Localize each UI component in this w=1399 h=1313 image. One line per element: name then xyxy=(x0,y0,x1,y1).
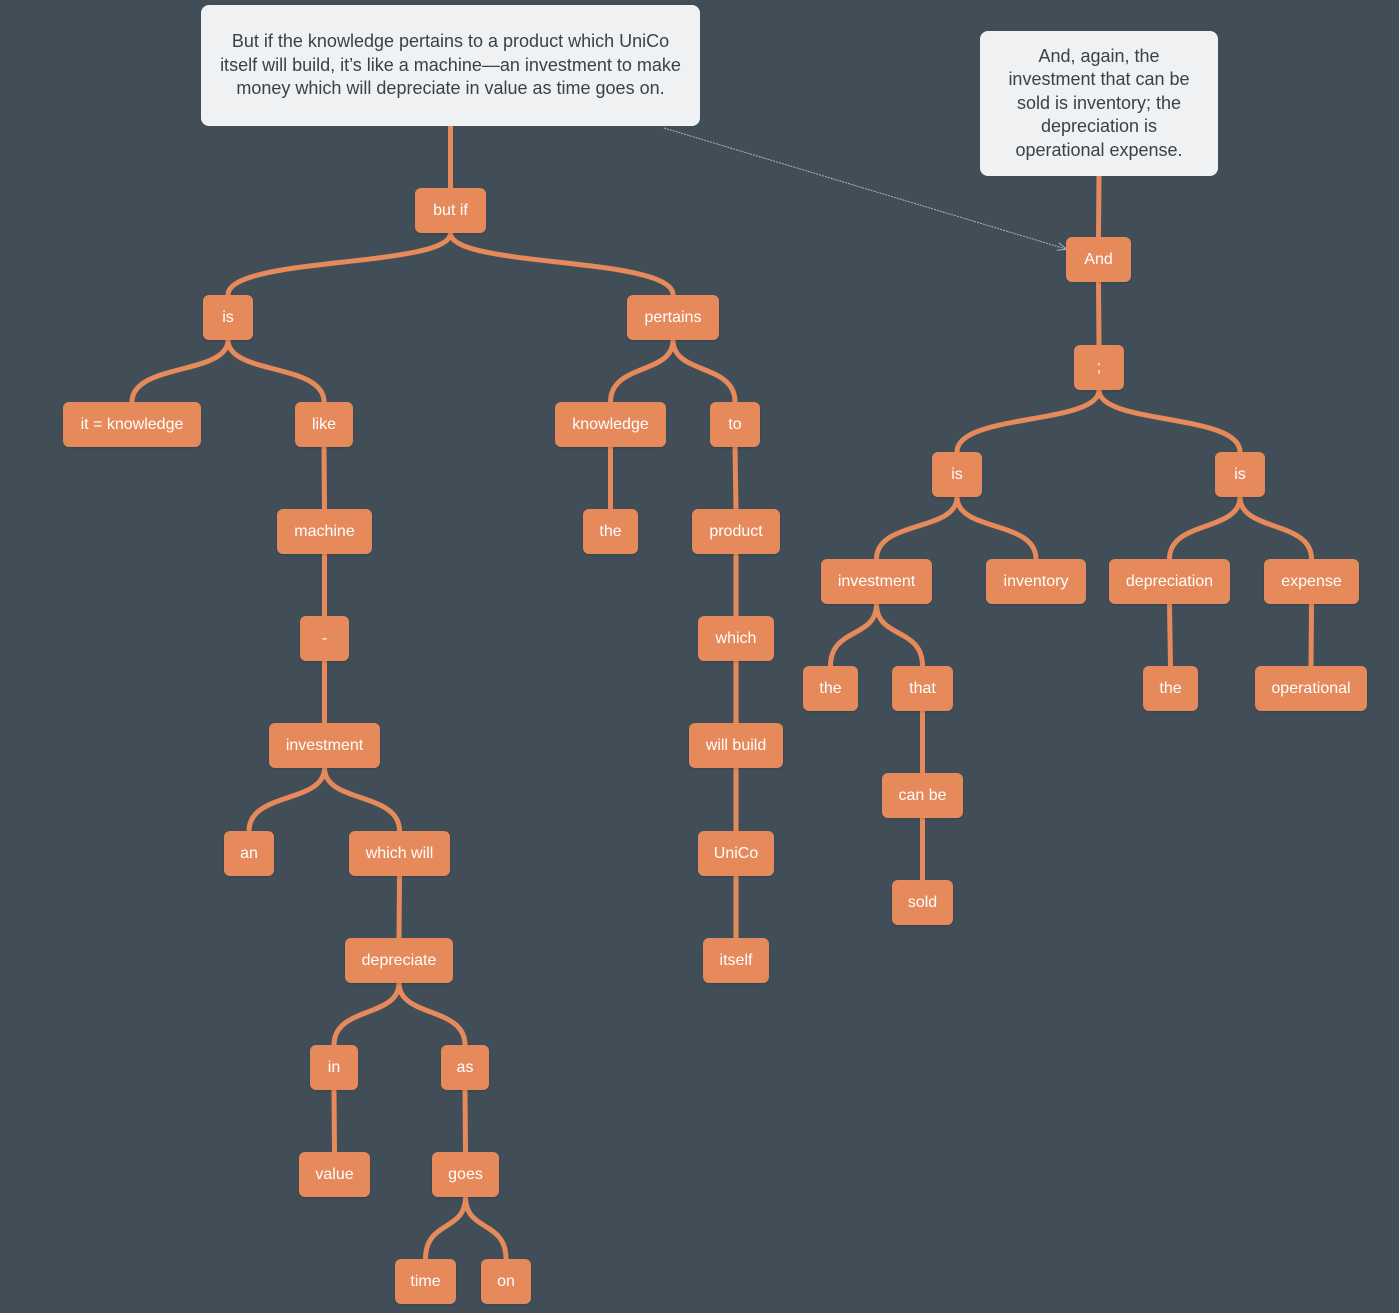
tree-edge xyxy=(396,980,468,1048)
tree-edge xyxy=(129,337,231,405)
tree-edge xyxy=(670,337,738,405)
tree-edge xyxy=(828,601,879,669)
node-in[interactable]: in xyxy=(310,1045,358,1090)
node-can-be[interactable]: can be xyxy=(882,773,963,818)
tree-edge xyxy=(331,980,402,1048)
tree-edge xyxy=(874,601,925,669)
node-is-right-left[interactable]: is xyxy=(932,452,982,497)
node-like[interactable]: like xyxy=(295,402,353,447)
node-investment-right[interactable]: investment xyxy=(821,559,932,604)
tree-edge xyxy=(1308,601,1314,669)
node-but-if[interactable]: but if xyxy=(415,188,486,233)
tree-edge xyxy=(331,1087,337,1155)
node-goes[interactable]: goes xyxy=(432,1152,499,1197)
cross-reference-arrow xyxy=(663,127,1066,249)
node-as[interactable]: as xyxy=(441,1045,489,1090)
node-to[interactable]: to xyxy=(710,402,760,447)
node-semicolon[interactable]: ; xyxy=(1074,345,1124,390)
tree-edge xyxy=(874,494,960,562)
node-the-right-b[interactable]: the xyxy=(1143,666,1198,711)
tree-edge xyxy=(423,1194,468,1262)
node-pertains[interactable]: pertains xyxy=(627,295,719,340)
note-left: But if the knowledge pertains to a produ… xyxy=(201,5,700,126)
tree-edge xyxy=(1237,494,1314,562)
node-itself[interactable]: itself xyxy=(703,938,769,983)
tree-edge xyxy=(463,1194,509,1262)
node-that[interactable]: that xyxy=(892,666,953,711)
node-depreciate[interactable]: depreciate xyxy=(345,938,453,983)
node-on[interactable]: on xyxy=(481,1259,531,1304)
node-an[interactable]: an xyxy=(224,831,274,876)
tree-edge xyxy=(608,337,676,405)
node-which[interactable]: which xyxy=(698,616,774,661)
tree-edge xyxy=(396,873,402,941)
tree-edge xyxy=(225,230,453,298)
node-operational[interactable]: operational xyxy=(1255,666,1367,711)
tree-edge xyxy=(1167,601,1173,669)
tree-edge xyxy=(225,337,327,405)
node-it-knowledge[interactable]: it = knowledge xyxy=(63,402,201,447)
tree-edge xyxy=(1167,494,1243,562)
tree-edge xyxy=(1096,279,1102,348)
tree-edge xyxy=(1096,173,1102,240)
tree-edge xyxy=(954,387,1102,455)
node-and[interactable]: And xyxy=(1066,237,1131,282)
tree-edge xyxy=(246,765,327,834)
node-machine[interactable]: machine xyxy=(277,509,372,554)
tree-edge xyxy=(1096,387,1243,455)
node-unico[interactable]: UniCo xyxy=(698,831,774,876)
node-is-right-right[interactable]: is xyxy=(1215,452,1265,497)
node-depreciation[interactable]: depreciation xyxy=(1109,559,1230,604)
node-inventory[interactable]: inventory xyxy=(986,559,1086,604)
node-dash[interactable]: - xyxy=(300,616,349,661)
tree-edge xyxy=(448,230,676,298)
tree-edge xyxy=(732,444,739,512)
node-product[interactable]: product xyxy=(692,509,780,554)
node-the-right-a[interactable]: the xyxy=(803,666,858,711)
node-value[interactable]: value xyxy=(299,1152,370,1197)
node-time[interactable]: time xyxy=(395,1259,456,1304)
tree-edge xyxy=(462,1087,468,1155)
tree-edge xyxy=(321,444,327,512)
node-will-build[interactable]: will build xyxy=(689,723,783,768)
node-is[interactable]: is xyxy=(203,295,253,340)
node-which-will[interactable]: which will xyxy=(349,831,450,876)
node-knowledge[interactable]: knowledge xyxy=(555,402,666,447)
tree-edge xyxy=(322,765,402,834)
note-right: And, again, the investment that can be s… xyxy=(980,31,1218,176)
node-sold[interactable]: sold xyxy=(892,880,953,925)
tree-edge xyxy=(954,494,1039,562)
node-investment-left[interactable]: investment xyxy=(269,723,380,768)
node-expense[interactable]: expense xyxy=(1264,559,1359,604)
node-the-left[interactable]: the xyxy=(583,509,638,554)
